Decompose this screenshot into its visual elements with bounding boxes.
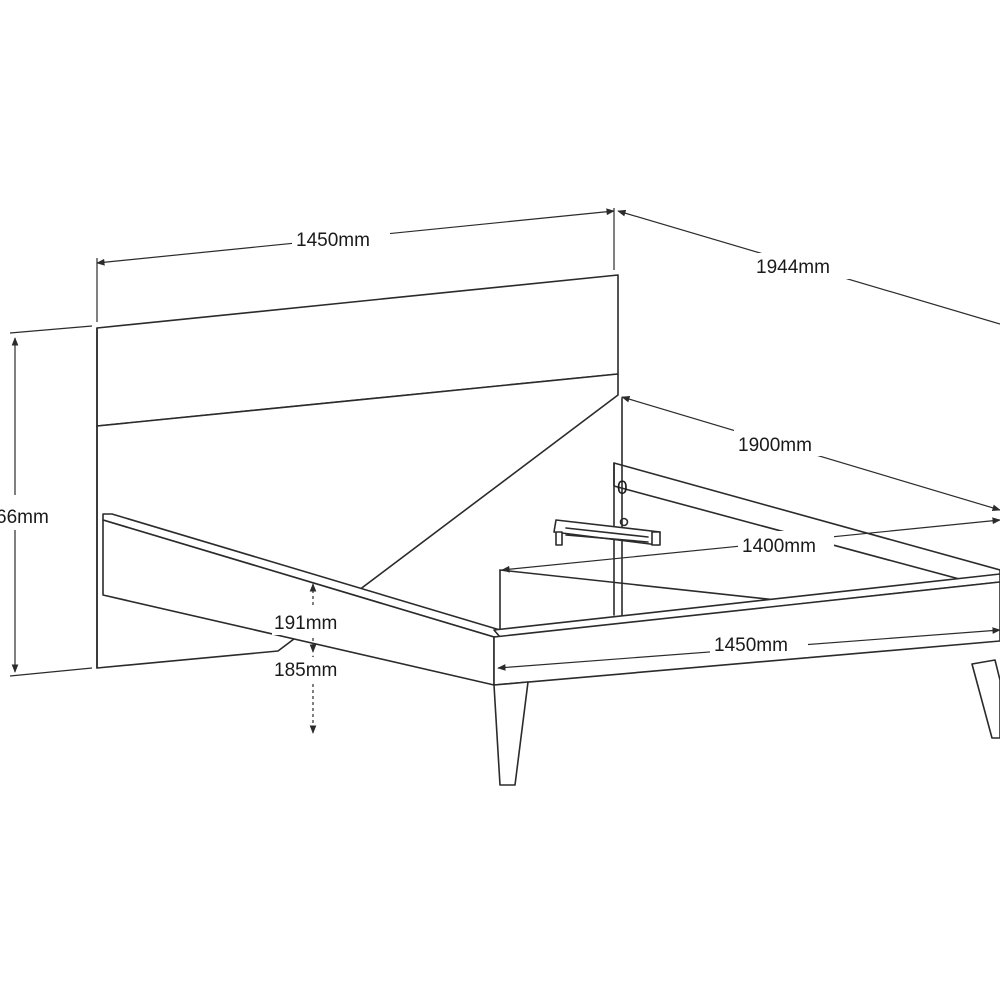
dimension-mattress-width: 1400mm xyxy=(501,517,1000,573)
label-leg-height: 185mm xyxy=(274,660,337,681)
bed-surface xyxy=(499,569,796,633)
label-rail-height: 191mm xyxy=(274,613,337,634)
label-mattress-length: 1900mm xyxy=(738,435,812,456)
dimension-mattress-length: 1900mm xyxy=(621,395,1000,512)
label-frame-width: 1450mm xyxy=(714,635,788,656)
dimension-leg-height: 185mm xyxy=(272,655,356,734)
dimension-frame-width: 1450mm xyxy=(497,627,1000,671)
legs xyxy=(493,659,1000,786)
dimension-headboard-width: 1450mm xyxy=(96,208,615,322)
foot-rail xyxy=(493,573,1000,686)
footboard-mark: 0 xyxy=(617,478,628,499)
dimension-rail-height: 191mm xyxy=(272,583,356,653)
dimension-overall-height: 66mm xyxy=(0,325,93,677)
label-headboard-width: 1450mm xyxy=(296,230,370,251)
label-mattress-width: 1400mm xyxy=(742,536,816,557)
dimension-overall-length: 1944mm xyxy=(617,209,1000,325)
label-overall-length: 1944mm xyxy=(756,257,830,278)
corner-bracket xyxy=(553,519,661,546)
front-left-leg xyxy=(493,681,529,786)
front-right-leg xyxy=(971,659,1000,739)
label-overall-height: 66mm xyxy=(0,507,49,528)
